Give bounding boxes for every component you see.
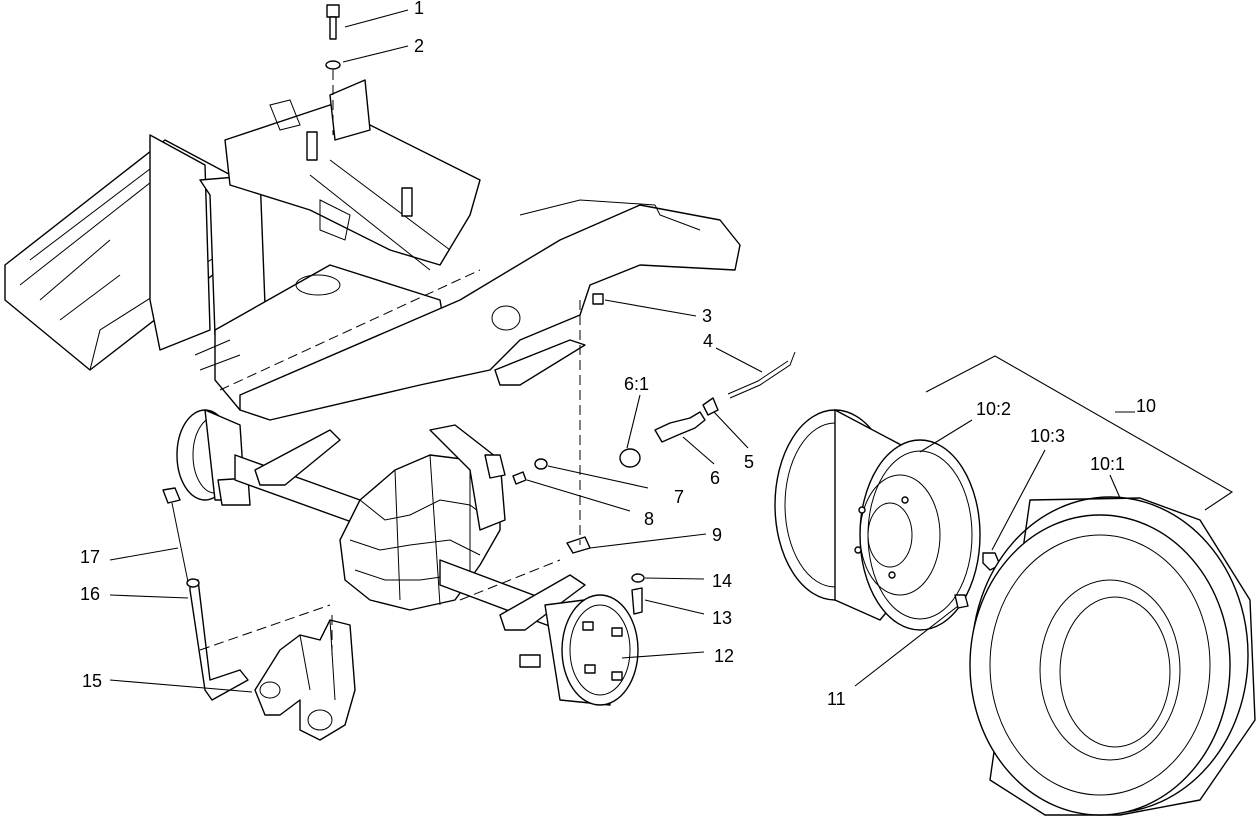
callout-label: 10:1 <box>1090 454 1125 474</box>
callout-label: 15 <box>82 671 102 691</box>
chassis-frame <box>4 79 741 421</box>
lube-fitting-stem <box>162 487 189 583</box>
spindle-bracket <box>254 619 356 741</box>
bracket-plate <box>566 536 591 554</box>
callout-label: 16 <box>80 584 100 604</box>
o-ring <box>619 448 641 468</box>
callout-label: 7 <box>674 487 684 507</box>
screw-small <box>512 471 527 485</box>
callout-label: 12 <box>714 646 734 666</box>
callout-label: 10:3 <box>1030 426 1065 446</box>
plug <box>534 458 548 470</box>
callout-label: 8 <box>644 509 654 529</box>
callouts: 1 2 3 4 5 6 6:1 7 8 9 10 10:1 <box>80 0 1234 709</box>
cap-screw <box>326 4 340 40</box>
callout-label: 1 <box>414 0 424 18</box>
tire <box>969 496 1256 816</box>
callout-label: 13 <box>712 608 732 628</box>
nut <box>592 293 604 305</box>
callout-label: 11 <box>827 689 846 709</box>
callout-label: 10 <box>1136 396 1156 416</box>
callout-label: 6 <box>710 468 720 488</box>
rim <box>774 409 981 631</box>
spindle <box>186 578 249 701</box>
transaxle-assembly <box>234 424 586 631</box>
callout-label: 14 <box>712 571 732 591</box>
callout-label: 9 <box>712 525 722 545</box>
callout-label: 2 <box>414 36 424 56</box>
callout-label: 17 <box>80 547 100 567</box>
fitting <box>654 411 706 443</box>
lug-nut <box>954 594 969 609</box>
washer-top <box>325 60 341 70</box>
callout-label: 10:2 <box>976 399 1011 419</box>
callout-label: 5 <box>744 452 754 472</box>
alignment-lines <box>199 70 581 655</box>
callout-label: 4 <box>703 331 713 351</box>
cable <box>727 351 796 399</box>
wheel-hub <box>519 594 639 706</box>
bolt <box>631 587 643 615</box>
washer <box>631 573 645 583</box>
clip <box>702 397 719 416</box>
callout-label: 6:1 <box>624 374 649 394</box>
callout-label: 3 <box>702 306 712 326</box>
